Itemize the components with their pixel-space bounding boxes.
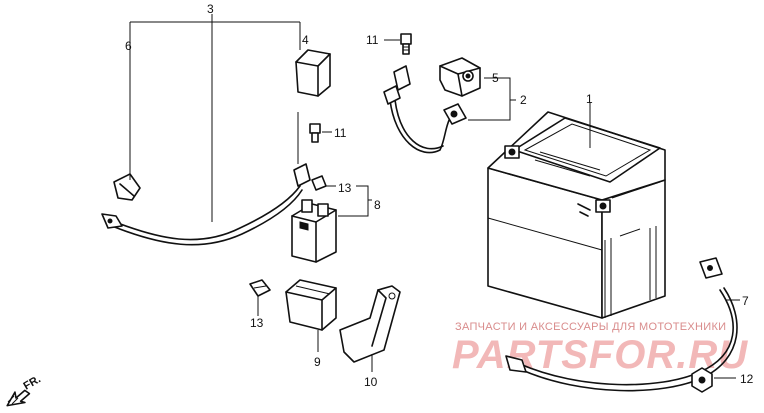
callout-11-middle: 11 [334, 126, 347, 140]
bolt-11-top [400, 33, 412, 55]
callout-3: 3 [207, 2, 214, 16]
callout-11-top: 11 [366, 33, 379, 47]
callout-1: 1 [586, 92, 593, 106]
front-label: FR. [22, 373, 43, 392]
callout-13-upper: 13 [338, 181, 352, 195]
relay-holder [285, 279, 337, 331]
starter-relay-cap [295, 49, 331, 97]
callout-10: 10 [364, 375, 378, 389]
callout-9: 9 [314, 355, 321, 369]
starter-relay [291, 199, 337, 263]
battery [487, 111, 666, 319]
callout-5: 5 [492, 71, 499, 85]
callout-4: 4 [302, 33, 309, 47]
fuse-13-lower [249, 279, 271, 297]
relay-bracket [339, 285, 401, 363]
bolt-12 [691, 367, 713, 393]
bolt-11-middle [309, 123, 321, 143]
battery-cable-plus [383, 65, 467, 154]
callout-6: 6 [125, 39, 132, 53]
callout-7: 7 [742, 294, 749, 308]
leader-lines [129, 14, 740, 379]
watermark-tagline: ЗАПЧАСТИ И АКСЕССУАРЫ ДЛЯ МОТОТЕХНИКИ [455, 321, 726, 333]
callout-8: 8 [374, 198, 381, 212]
callout-12: 12 [740, 372, 754, 386]
starter-cable [101, 163, 311, 246]
callout-2: 2 [520, 93, 527, 107]
terminal-cover [439, 57, 481, 97]
front-direction-arrow: FR. [6, 373, 43, 407]
fuse-13-upper [311, 175, 327, 191]
callout-13-lower: 13 [250, 316, 264, 330]
